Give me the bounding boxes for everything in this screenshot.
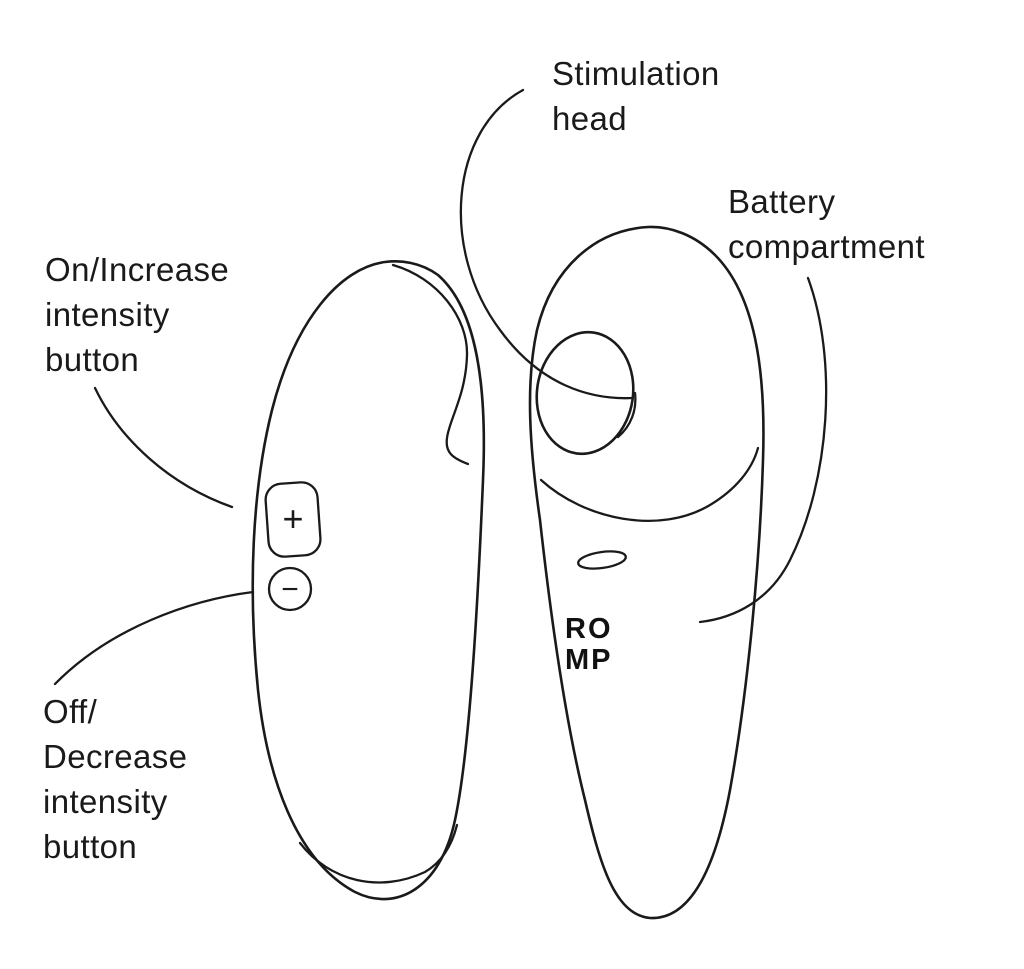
label-battery-compartment: Battery compartment [728, 183, 925, 265]
plus-icon: + [282, 498, 303, 539]
label-off-decrease-button: Off/ Decrease intensity button [43, 693, 188, 865]
side-view-bottom-contour [298, 823, 459, 884]
head-body-separator [539, 446, 760, 522]
leader-on-increase [93, 386, 234, 509]
leader-battery-compartment [698, 276, 828, 624]
front-view-outline [528, 225, 765, 920]
leader-stimulation-head [459, 88, 635, 400]
stimulation-head-tail [616, 391, 637, 439]
label-stimulation-head: Stimulation head [552, 55, 720, 137]
brand-logo: RO MP [565, 613, 613, 676]
leader-off-decrease [53, 590, 255, 686]
decrease-button-shape [267, 566, 313, 612]
minus-icon: − [281, 573, 299, 606]
side-view-outline [251, 260, 486, 901]
stimulation-head-opening [535, 330, 635, 456]
increase-button-shape [264, 481, 322, 558]
side-view-head-contour [391, 263, 470, 466]
body-slot [577, 550, 627, 570]
label-on-increase-button: On/Increase intensity button [45, 251, 230, 378]
